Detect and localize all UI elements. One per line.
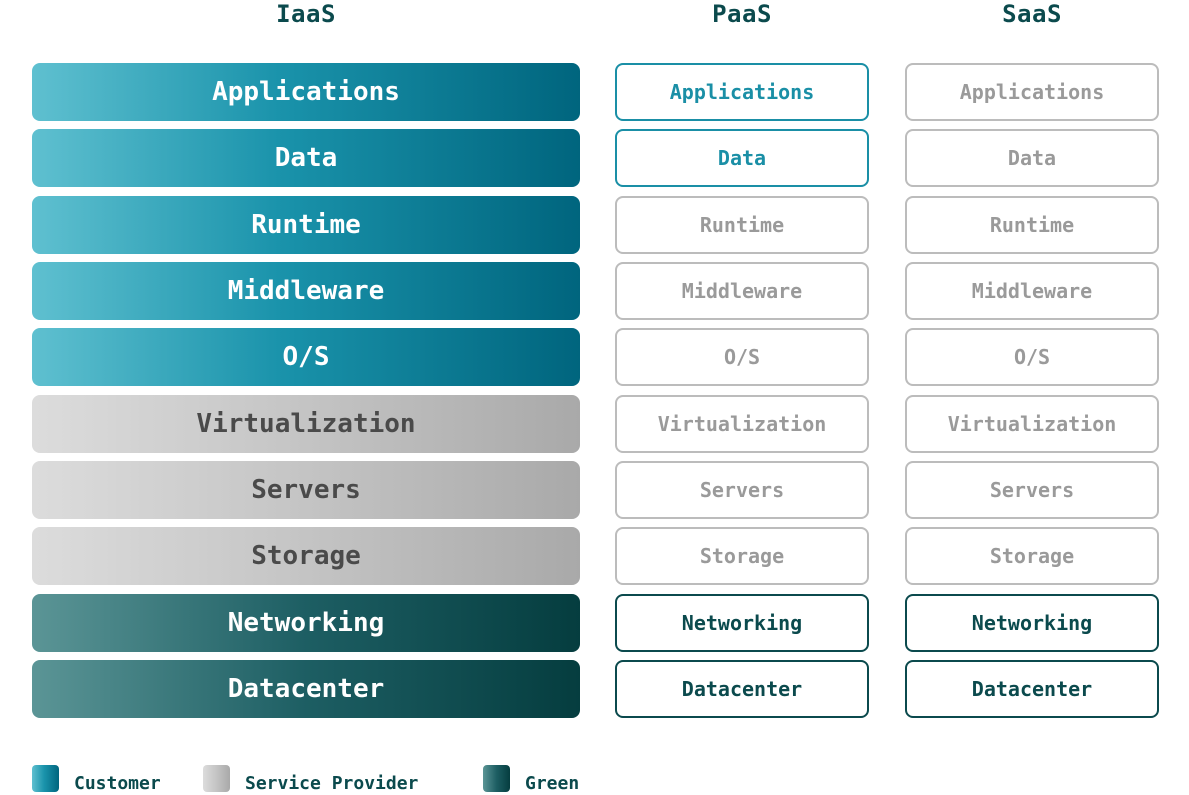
saas-layer-os: O/S xyxy=(905,328,1159,386)
saas-layer-datacenter: Datacenter xyxy=(905,660,1159,718)
saas-layer-middleware: Middleware xyxy=(905,262,1159,320)
column-title-paas: PaaS xyxy=(712,0,772,28)
paas-layer-runtime: Runtime xyxy=(615,196,869,254)
paas-layer-applications: Applications xyxy=(615,63,869,121)
iaas-layer-servers: Servers xyxy=(32,461,580,519)
legend-label-customer: Customer xyxy=(74,773,161,794)
iaas-layer-runtime: Runtime xyxy=(32,196,580,254)
iaas-layer-data: Data xyxy=(32,129,580,187)
saas-layer-virtualization: Virtualization xyxy=(905,395,1159,453)
iaas-layer-middleware: Middleware xyxy=(32,262,580,320)
iaas-layer-datacenter: Datacenter xyxy=(32,660,580,718)
paas-layer-middleware: Middleware xyxy=(615,262,869,320)
saas-layer-storage: Storage xyxy=(905,527,1159,585)
saas-layer-runtime: Runtime xyxy=(905,196,1159,254)
iaas-layer-networking: Networking xyxy=(32,594,580,652)
legend-label-green: Green xyxy=(525,773,580,794)
paas-layer-datacenter: Datacenter xyxy=(615,660,869,718)
legend-label-service-provider: Service Provider xyxy=(245,773,419,794)
paas-layer-os: O/S xyxy=(615,328,869,386)
saas-layer-servers: Servers xyxy=(905,461,1159,519)
iaas-layer-applications: Applications xyxy=(32,63,580,121)
paas-layer-servers: Servers xyxy=(615,461,869,519)
legend-swatch-customer xyxy=(32,765,59,792)
iaas-layer-storage: Storage xyxy=(32,527,580,585)
paas-layer-data: Data xyxy=(615,129,869,187)
column-title-iaas: IaaS xyxy=(276,0,336,28)
column-title-saas: SaaS xyxy=(1002,0,1062,28)
iaas-layer-os: O/S xyxy=(32,328,580,386)
legend-swatch-service-provider xyxy=(203,765,230,792)
saas-layer-applications: Applications xyxy=(905,63,1159,121)
paas-layer-virtualization: Virtualization xyxy=(615,395,869,453)
paas-layer-networking: Networking xyxy=(615,594,869,652)
saas-layer-data: Data xyxy=(905,129,1159,187)
paas-layer-storage: Storage xyxy=(615,527,869,585)
legend-swatch-green xyxy=(483,765,510,792)
iaas-layer-virtualization: Virtualization xyxy=(32,395,580,453)
saas-layer-networking: Networking xyxy=(905,594,1159,652)
